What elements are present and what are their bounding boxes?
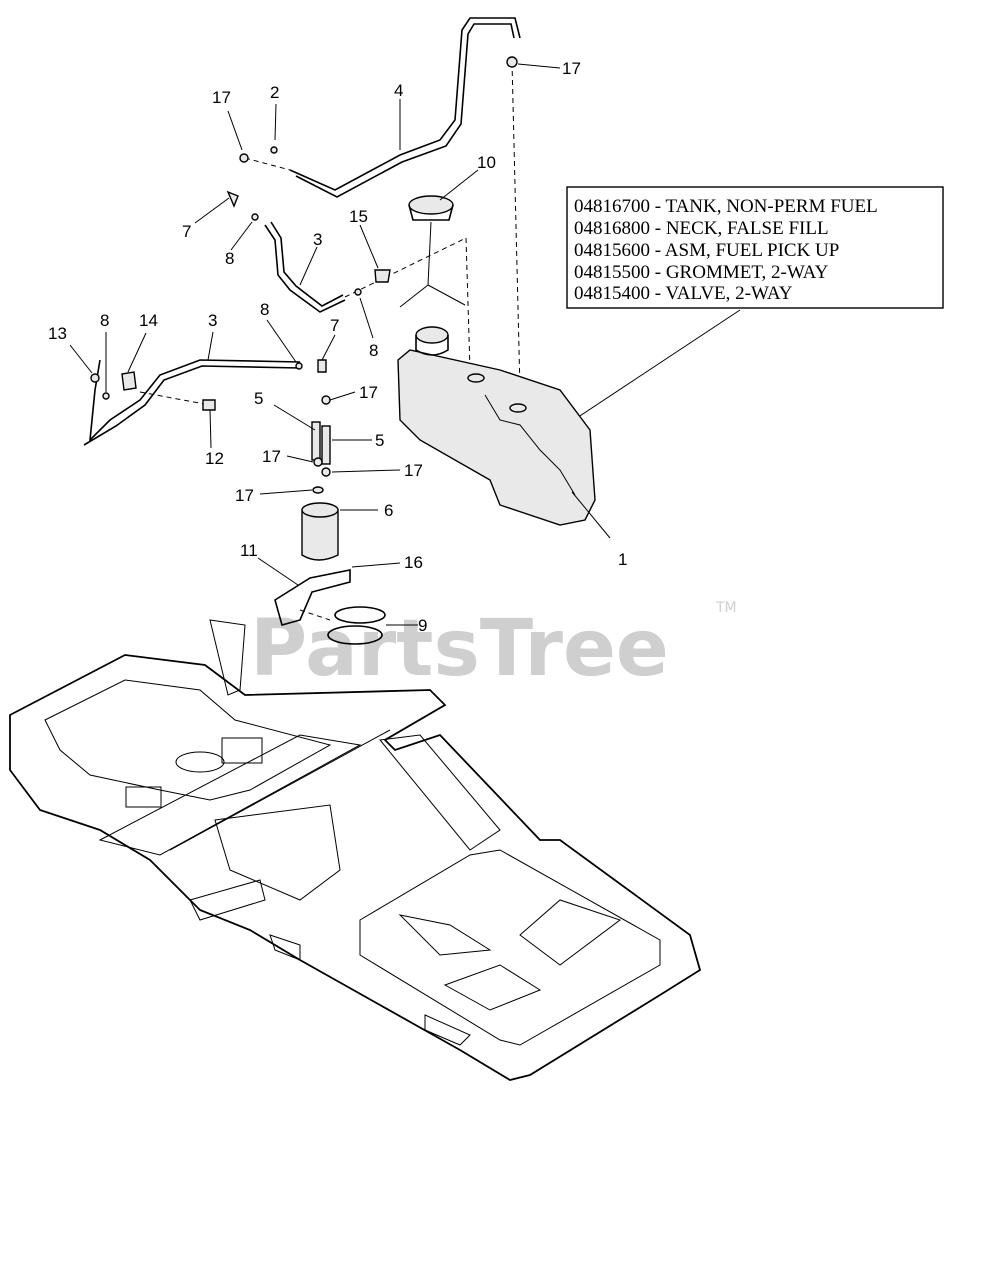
legend-line-5: 04815400 - VALVE, 2-WAY (574, 283, 793, 304)
fuel-tank (397, 326, 596, 526)
callout-label: 9 (418, 616, 427, 635)
legend-line-1: 04816700 - TANK, NON-PERM FUEL (574, 196, 878, 217)
filter-bracket (274, 569, 351, 626)
callout-label: 5 (254, 389, 263, 408)
callout-label: 3 (208, 311, 217, 330)
callout-label: 8 (100, 311, 109, 330)
legend-line-3: 04815600 - ASM, FUEL PICK UP (574, 240, 839, 261)
callout-label: 7 (330, 316, 339, 335)
callout-label: 8 (369, 341, 378, 360)
fuel-hose-3-upper (264, 221, 346, 313)
legend-line-4: 04815500 - GROMMET, 2-WAY (574, 262, 829, 283)
parts-legend: 04816700 - TANK, NON-PERM FUEL 04816800 … (566, 186, 944, 309)
callout-label: 14 (139, 311, 158, 330)
callout-label: 10 (477, 153, 496, 172)
callout-label: 15 (349, 207, 368, 226)
callout-label: 17 (359, 383, 378, 402)
callout-label: 12 (205, 449, 224, 468)
watermark-trademark: TM (715, 600, 737, 616)
callout-label: 17 (562, 59, 581, 78)
watermark: PartsTree (250, 604, 669, 694)
two-way-valves (311, 395, 331, 477)
hose-clamp (327, 606, 386, 645)
fuel-hose-4 (289, 17, 521, 198)
chassis-frame (9, 619, 702, 1081)
callout-label: 8 (225, 249, 234, 268)
fittings (90, 56, 518, 411)
callout-label: 17 (262, 447, 281, 466)
legend-line-2: 04816800 - NECK, FALSE FILL (574, 218, 829, 239)
callout-label: 16 (404, 553, 423, 572)
callout-label: 17 (404, 461, 423, 480)
fuel-pickup-assembly (399, 195, 466, 308)
callout-label: 5 (375, 431, 384, 450)
callout-label: 13 (48, 324, 67, 343)
callout-label: 11 (240, 541, 258, 560)
callout-label: 1 (618, 550, 627, 569)
callouts: 17 2 4 17 10 7 8 3 15 8 13 8 14 3 8 7 17… (48, 59, 627, 635)
callout-label: 8 (260, 300, 269, 319)
callout-label: 17 (212, 88, 231, 107)
callout-label: 3 (313, 230, 322, 249)
callout-leaders (69, 63, 611, 626)
callout-label: 6 (384, 501, 393, 520)
callout-label: 4 (394, 81, 403, 100)
callout-label: 2 (270, 83, 279, 102)
callout-label: 17 (235, 486, 254, 505)
callout-label: 7 (182, 222, 191, 241)
fuel-filter (301, 486, 339, 561)
fuel-hose-3-lower (83, 359, 301, 446)
